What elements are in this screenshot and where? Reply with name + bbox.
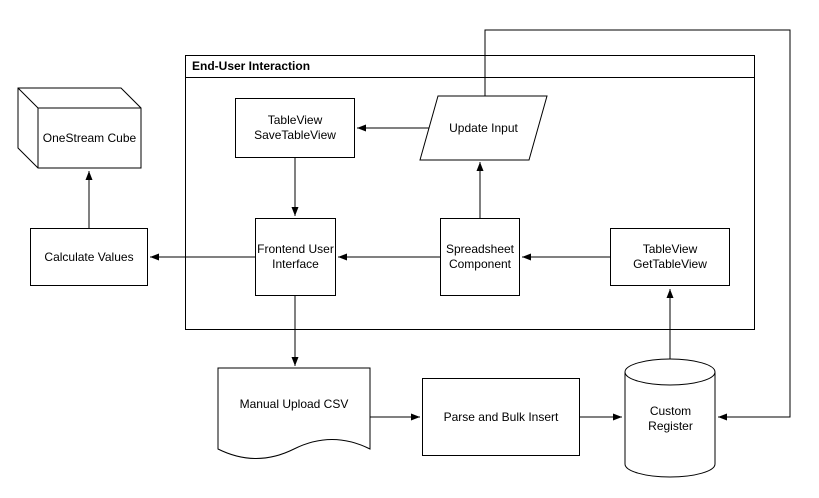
group-end-user-interaction: End-User Interaction [185,55,755,330]
custom-register-shape [624,358,716,478]
node-label: Parse and Bulk Insert [443,409,559,424]
node-calculate-values: Calculate Values [30,228,148,286]
group-title: End-User Interaction [186,56,754,78]
node-custom-register: Custom Register [625,380,716,458]
node-tableview-savetableview: TableView SaveTableView [235,98,355,158]
node-parse-and-bulk-insert: Parse and Bulk Insert [422,378,580,456]
node-label: TableView GetTableView [633,242,707,271]
node-label: Frontend User Interface [257,242,334,271]
node-label: Update Input [449,120,518,135]
update-input-shape [419,95,548,161]
node-spreadsheet-component: Spreadsheet Component [440,218,520,296]
onestream-cube-shape [17,87,142,169]
node-label: Calculate Values [44,249,134,264]
node-label: OneStream Cube [42,130,137,145]
node-update-input: Update Input [420,96,547,160]
node-label: Custom Register [648,404,693,433]
manual-upload-csv-shape [217,367,371,459]
node-label: Spreadsheet Component [445,242,515,271]
node-frontend-user-interface: Frontend User Interface [255,218,336,296]
node-onestream-cube: OneStream Cube [38,108,141,168]
node-label: TableView SaveTableView [254,113,336,142]
connector-update-input-to-custom-register [484,29,791,421]
node-manual-upload-csv: Manual Upload CSV [218,368,370,440]
node-tableview-gettableview: TableView GetTableView [610,228,730,286]
node-label: Manual Upload CSV [239,396,349,411]
